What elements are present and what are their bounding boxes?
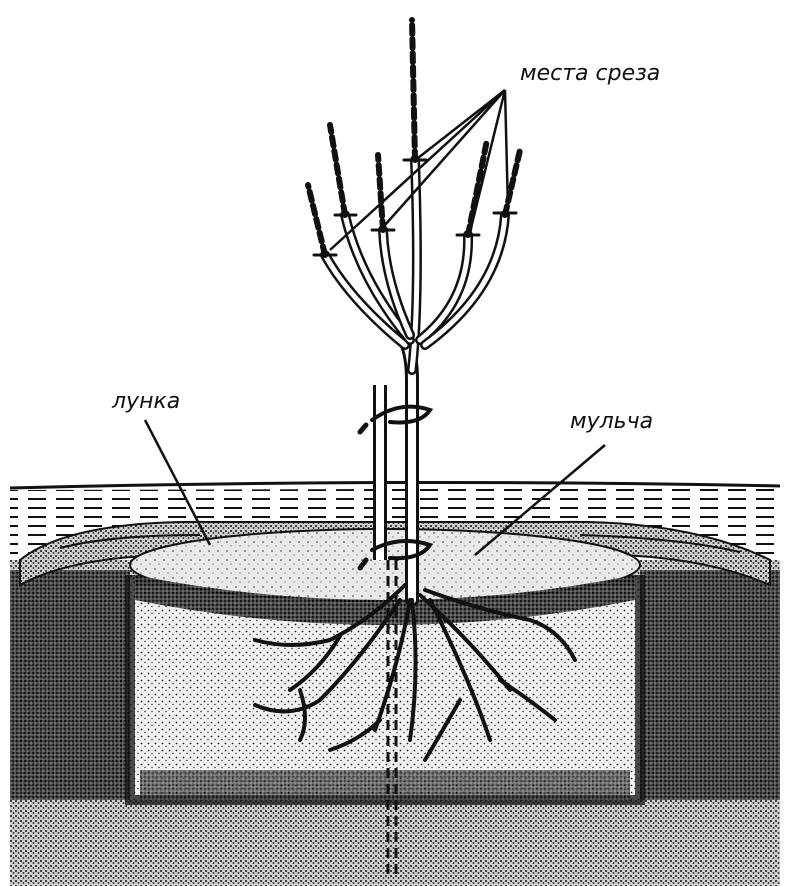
label-mulch: мульча [570,409,653,434]
label-hole: лунка [111,389,180,414]
tree [305,17,523,607]
leader-lines [143,89,606,556]
soil-section [10,560,780,886]
label-cut-places: места среза [520,61,660,86]
mulch-layer [129,528,641,625]
roots [253,583,577,762]
